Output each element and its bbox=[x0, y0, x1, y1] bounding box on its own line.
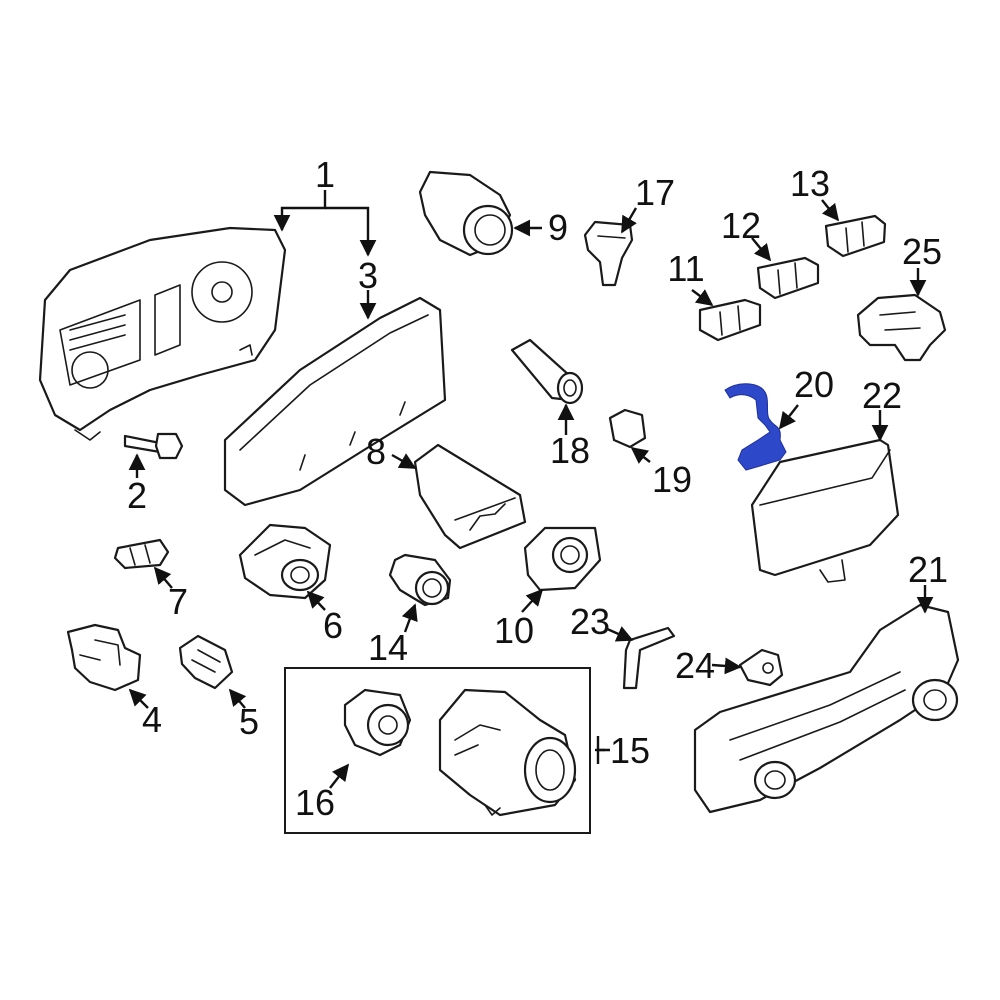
callout-8: 8 bbox=[366, 431, 386, 472]
part-ignition-housing-15[interactable] bbox=[438, 688, 577, 817]
callout-5: 5 bbox=[239, 701, 259, 742]
callout-18: 18 bbox=[550, 430, 590, 471]
callout-3: 3 bbox=[358, 255, 378, 296]
part-control-module-22[interactable] bbox=[750, 438, 900, 583]
callout-15: 15 bbox=[610, 730, 650, 771]
part-cluster-lens[interactable] bbox=[223, 296, 447, 507]
part-switch-19[interactable] bbox=[608, 408, 647, 449]
callout-23: 23 bbox=[570, 601, 610, 642]
callout-20: 20 bbox=[794, 364, 834, 405]
part-wiring-harness-20[interactable] bbox=[724, 383, 787, 471]
part-screw[interactable] bbox=[123, 432, 184, 460]
part-climate-control-21[interactable] bbox=[693, 603, 960, 814]
part-sensor-5[interactable] bbox=[178, 634, 234, 690]
callout-11: 11 bbox=[667, 248, 704, 289]
callout-17: 17 bbox=[635, 172, 675, 213]
part-switch-12[interactable] bbox=[756, 256, 820, 300]
callout-16: 16 bbox=[295, 782, 335, 823]
part-clip-7[interactable] bbox=[113, 538, 170, 570]
leader-lines bbox=[128, 190, 934, 789]
part-bracket-25[interactable] bbox=[856, 293, 947, 362]
part-storage-bin-8[interactable] bbox=[413, 443, 527, 550]
part-knob-assembly-10[interactable] bbox=[523, 526, 602, 592]
ignition-group-box bbox=[284, 667, 591, 834]
callout-14: 14 bbox=[368, 627, 408, 668]
callout-9: 9 bbox=[548, 207, 568, 248]
callout-22: 22 bbox=[862, 375, 902, 416]
part-sensor-23[interactable] bbox=[622, 626, 676, 690]
part-switch-13[interactable] bbox=[824, 214, 887, 258]
part-switch-11[interactable] bbox=[698, 298, 762, 342]
callout-12: 12 bbox=[721, 205, 761, 246]
part-connector-24[interactable] bbox=[738, 648, 784, 687]
callout-2: 2 bbox=[127, 475, 147, 516]
callout-10: 10 bbox=[494, 610, 534, 651]
callout-4: 4 bbox=[142, 699, 162, 740]
callout-24: 24 bbox=[675, 645, 715, 686]
part-lock-cylinder-16[interactable] bbox=[343, 688, 412, 757]
part-push-switch-14[interactable] bbox=[388, 553, 452, 607]
callout-19: 19 bbox=[652, 459, 692, 500]
callout-25: 25 bbox=[902, 231, 942, 272]
callout-labels: 1 2 3 4 5 6 7 8 9 10 11 12 13 14 15 16 1… bbox=[127, 154, 948, 823]
part-push-switch-9[interactable] bbox=[418, 170, 514, 257]
part-instrument-cluster[interactable] bbox=[38, 226, 287, 441]
callout-7: 7 bbox=[168, 581, 188, 622]
part-switch-4[interactable] bbox=[66, 623, 142, 692]
callout-21: 21 bbox=[908, 549, 948, 590]
callout-6: 6 bbox=[323, 605, 343, 646]
part-switch-17[interactable] bbox=[583, 220, 634, 287]
part-switch-housing-6[interactable] bbox=[238, 523, 332, 600]
callout-13: 13 bbox=[790, 163, 830, 204]
callout-1: 1 bbox=[315, 154, 335, 195]
part-power-socket-18[interactable] bbox=[510, 338, 584, 405]
